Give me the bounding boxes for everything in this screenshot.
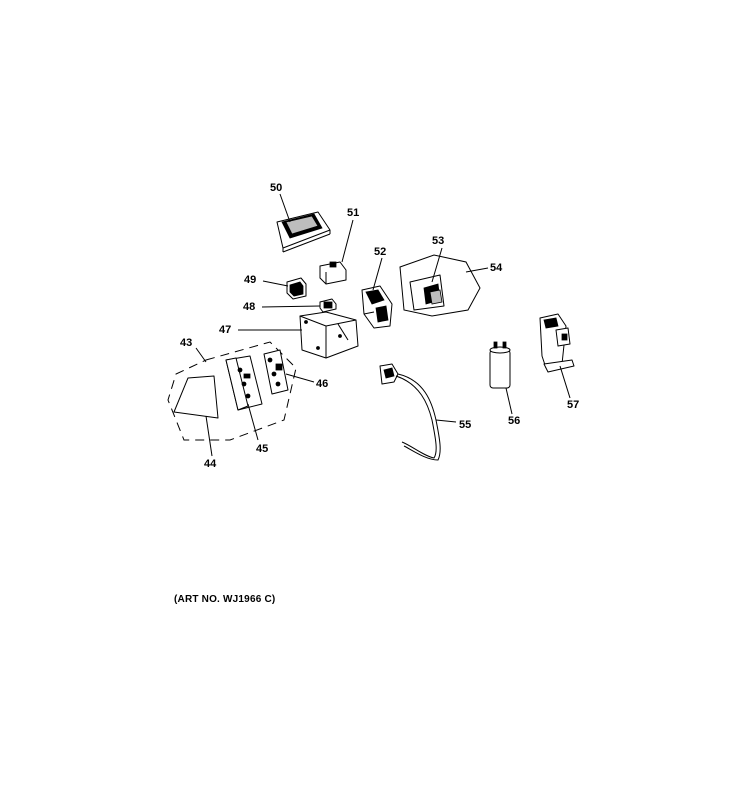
leader-44	[205, 415, 213, 457]
part-44-panel	[173, 375, 219, 419]
part-49-transformer	[286, 277, 307, 300]
part-56-capacitor	[489, 341, 511, 389]
leader-45	[247, 403, 259, 441]
callout-54: 54	[490, 262, 503, 274]
leader-52	[372, 257, 383, 291]
callout-45: 45	[256, 443, 268, 455]
part-45-board	[225, 355, 263, 411]
art-number: (ART NO. WJ1966 C)	[174, 594, 276, 605]
part-46-small-board	[263, 349, 289, 395]
part-51-relay	[319, 261, 347, 285]
callout-43: 43	[180, 337, 192, 349]
callout-46: 46	[316, 378, 328, 390]
callout-56: 56	[508, 415, 520, 427]
leader-51	[341, 219, 354, 263]
leader-57	[559, 365, 571, 399]
callout-51: 51	[347, 207, 359, 219]
part-48-connector	[319, 298, 337, 313]
callout-48: 48	[243, 301, 255, 313]
callout-53: 53	[432, 235, 444, 247]
part-53-sensor	[409, 274, 445, 311]
part-52-switch-bracket	[361, 285, 393, 329]
leader-43	[195, 347, 207, 363]
callout-49: 49	[244, 274, 256, 286]
leader-53	[431, 247, 443, 283]
leader-56	[505, 387, 513, 415]
part-57-bracket-assembly	[539, 313, 575, 373]
leader-54	[465, 267, 489, 273]
leader-50	[279, 193, 291, 223]
callout-50: 50	[270, 182, 282, 194]
part-50-control-board	[276, 211, 331, 253]
callout-47: 47	[219, 324, 231, 336]
part-47-bracket	[299, 311, 359, 359]
leader-55	[435, 419, 457, 423]
callout-57: 57	[567, 399, 579, 411]
callout-52: 52	[374, 246, 386, 258]
leader-49	[262, 280, 289, 287]
callout-55: 55	[459, 419, 471, 431]
leader-46	[285, 373, 315, 383]
callout-44: 44	[204, 458, 217, 470]
part-55-wire-harness	[379, 363, 441, 461]
leader-48	[261, 305, 321, 308]
